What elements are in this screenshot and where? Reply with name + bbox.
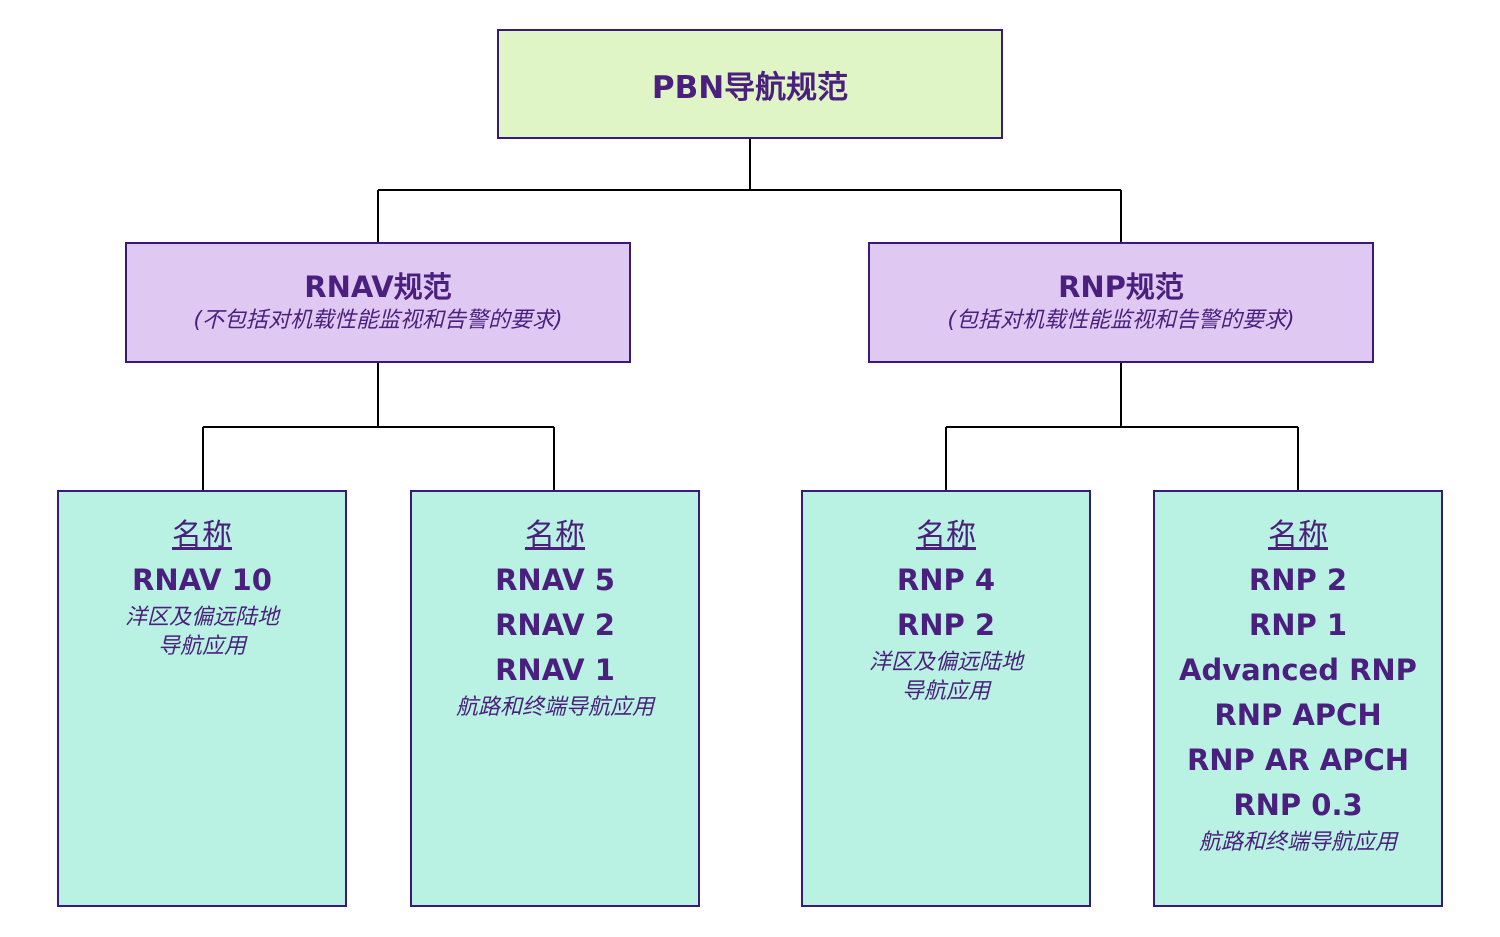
root-connector [377, 139, 1122, 242]
spec-item: Advanced RNP [1179, 653, 1417, 687]
rnav-connector [202, 363, 555, 490]
rnav-spec-subtitle: (不包括对机载性能监视和告警的要求) [193, 308, 563, 333]
leaf-box-rnav-terminal: 名称 RNAV 5 RNAV 2 RNAV 1 航路和终端导航应用 [410, 490, 700, 907]
rnp-spec-box: RNP规范 (包括对机载性能监视和告警的要求) [868, 242, 1374, 363]
rnp-connector [945, 363, 1299, 490]
spec-item: RNP AR APCH [1186, 743, 1410, 777]
spec-item: RNAV 5 [495, 563, 615, 597]
leaf-box-rnp-terminal: 名称 RNP 2 RNP 1 Advanced RNP RNP APCH RNP… [1153, 490, 1443, 907]
spec-item: RNP APCH [1214, 698, 1382, 732]
leaf-note: 洋区及偏远陆地 导航应用 [124, 605, 279, 659]
rnav-spec-title: RNAV规范 [304, 270, 452, 304]
leaf-note: 航路和终端导航应用 [455, 695, 654, 720]
leaf-note: 洋区及偏远陆地 导航应用 [868, 650, 1023, 704]
leaf-heading: 名称 [525, 518, 585, 553]
leaf-box-rnav10: 名称 RNAV 10 洋区及偏远陆地 导航应用 [57, 490, 347, 907]
spec-item: RNP 0.3 [1233, 788, 1363, 822]
rnav-spec-box: RNAV规范 (不包括对机载性能监视和告警的要求) [125, 242, 631, 363]
spec-item: RNP 2 [1248, 563, 1348, 597]
pbn-root-box: PBN导航规范 [497, 29, 1003, 139]
spec-item: RNAV 1 [495, 653, 615, 687]
leaf-note: 航路和终端导航应用 [1198, 830, 1397, 855]
pbn-root-title: PBN导航规范 [651, 69, 849, 106]
rnp-spec-subtitle: (包括对机载性能监视和告警的要求) [947, 308, 1295, 333]
leaf-box-rnp-oceanic: 名称 RNP 4 RNP 2 洋区及偏远陆地 导航应用 [801, 490, 1091, 907]
spec-item: RNP 4 [896, 563, 996, 597]
leaf-heading: 名称 [172, 518, 232, 553]
spec-item: RNP 1 [1248, 608, 1348, 642]
leaf-heading: 名称 [1268, 518, 1328, 553]
leaf-heading: 名称 [916, 518, 976, 553]
spec-item: RNAV 10 [132, 563, 272, 597]
rnp-spec-title: RNP规范 [1058, 270, 1184, 304]
spec-item: RNP 2 [896, 608, 996, 642]
spec-item: RNAV 2 [495, 608, 615, 642]
